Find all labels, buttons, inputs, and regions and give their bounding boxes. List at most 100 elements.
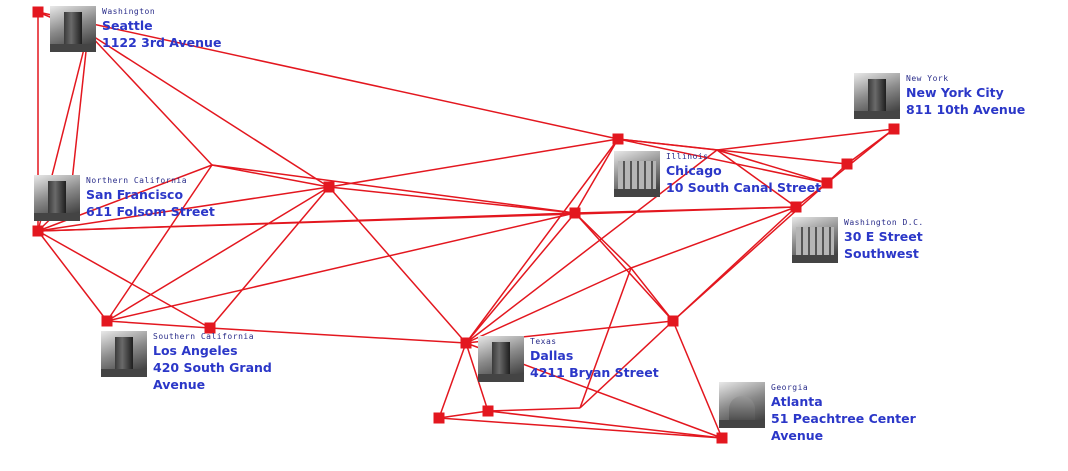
street-address: 811 10th Avenue [906, 102, 1026, 117]
street-address: 51 Peachtree Center [771, 411, 916, 426]
region-label: Illinois [666, 152, 709, 161]
city-name: Seattle [102, 18, 153, 33]
region-label: Washington [102, 7, 156, 16]
network-link-chi-dal [465, 138, 619, 344]
network-link-la1-kc [106, 212, 576, 322]
location-washington-dc: Washington D.C. 30 E Street Southwest [792, 217, 924, 263]
network-link-den-kc [328, 186, 576, 214]
location-chicago: Illinois Chicago 10 South Canal Street [614, 151, 821, 197]
network-node-kc [569, 207, 581, 219]
network-node-la2 [204, 322, 216, 334]
network-link-s1-s2 [438, 410, 489, 419]
location-seattle: Washington Seattle 1122 3rd Avenue [50, 6, 221, 52]
network-link-den-dal [328, 186, 467, 344]
network-link-la1-pj [106, 164, 213, 322]
network-link-dal-s2 [465, 342, 489, 412]
tower-photo [101, 331, 147, 377]
network-link-cj-j1 [716, 149, 828, 184]
network-link-mid-atl [672, 320, 723, 439]
network-node-s2 [482, 405, 494, 417]
network-node-dc [790, 201, 802, 213]
network-link-chi-kc [574, 138, 619, 214]
network-node-dal [460, 337, 472, 349]
location-los-angeles: Southern California Los Angeles 420 Sout… [101, 331, 272, 393]
network-node-sf [32, 225, 44, 237]
network-node-den [323, 181, 335, 193]
network-link-ef-mid [579, 320, 674, 409]
city-name: Chicago [666, 163, 722, 178]
city-name: Los Angeles [153, 343, 238, 358]
network-link-cj-ny [716, 128, 895, 151]
network-node-j2 [841, 158, 853, 170]
network-link-c3-dc [630, 206, 797, 269]
network-link-s2-atl [487, 410, 723, 439]
city-name: Atlanta [771, 394, 823, 409]
network-link-cj-dal [465, 149, 718, 344]
city-name: Dallas [530, 348, 574, 363]
network-node-chi [612, 133, 624, 145]
street-address: 611 Folsom Street [86, 204, 215, 219]
network-link-pj-kc [211, 164, 576, 214]
network-link-sea-chi [37, 11, 619, 140]
location-new-york: New York New York City 811 10th Avenue [854, 73, 1025, 119]
skyscraper-photo [50, 6, 96, 52]
network-link-wa-sfj [69, 32, 89, 201]
location-dallas: Texas Dallas 4211 Bryan Street [478, 336, 659, 382]
network-link-sf-la1 [37, 230, 108, 322]
network-link-ny-j1 [826, 128, 895, 184]
network-node-s1 [433, 412, 445, 424]
network-nodes [32, 6, 900, 444]
network-links [37, 11, 895, 439]
city-name: New York City [906, 85, 1004, 100]
network-link-la2-dal [209, 327, 467, 344]
street-address: 1122 3rd Avenue [102, 35, 222, 50]
region-label: Northern California [86, 176, 188, 185]
street-address-line-2: Avenue [153, 377, 206, 392]
network-link-la1-den [106, 186, 330, 322]
street-address: 30 E Street [844, 229, 923, 244]
region-label: Southern California [153, 332, 255, 341]
street-address: 10 South Canal Street [666, 180, 822, 195]
network-link-la1-la2 [106, 320, 211, 329]
network-link-kc-dc [574, 206, 797, 214]
network-link-kc-dal [465, 212, 576, 344]
network-node-j1 [821, 177, 833, 189]
building-photo [792, 217, 838, 263]
location-atlanta: Georgia Atlanta 51 Peachtree Center Aven… [719, 382, 916, 444]
network-link-dc-mid [672, 206, 797, 322]
network-link-s1-atl [438, 417, 723, 439]
location-san-francisco: Northern California San Francisco 611 Fo… [34, 175, 215, 221]
network-node-ny [888, 123, 900, 135]
network-link-pj-den [211, 164, 330, 188]
street-address: 420 South Grand [153, 360, 272, 375]
network-link-wa-den [87, 32, 330, 188]
street-address: 4211 Bryan Street [530, 365, 659, 380]
network-link-chi-j2 [617, 138, 848, 165]
network-node-sea [32, 6, 44, 18]
facade-photo [614, 151, 660, 197]
network-node-la1 [101, 315, 113, 327]
network-node-mid [667, 315, 679, 327]
street-address-line-2: Avenue [771, 428, 824, 443]
street-address-line-2: Southwest [844, 246, 919, 261]
network-link-kc-c3 [574, 212, 632, 269]
skyscraper-photo [854, 73, 900, 119]
network-link-chi-j1 [617, 138, 828, 184]
network-link-kc-mid [574, 212, 674, 322]
network-link-s2-ef [487, 407, 581, 412]
network-link-dal-s1 [438, 342, 467, 419]
region-label: Washington D.C. [844, 218, 924, 227]
network-link-sf-la2 [37, 230, 211, 329]
network-node-atl [716, 432, 728, 444]
network-link-sf-den [37, 186, 330, 232]
network-link-c3-ef [579, 267, 632, 409]
network-link-wa-pj [87, 32, 213, 166]
region-label: New York [906, 74, 949, 83]
network-link-c3-dal [465, 267, 632, 344]
city-name: San Francisco [86, 187, 184, 202]
region-label: Texas [530, 337, 557, 346]
region-label: Georgia [771, 383, 809, 392]
dome-photo [719, 382, 765, 428]
network-link-la2-den [209, 186, 330, 329]
